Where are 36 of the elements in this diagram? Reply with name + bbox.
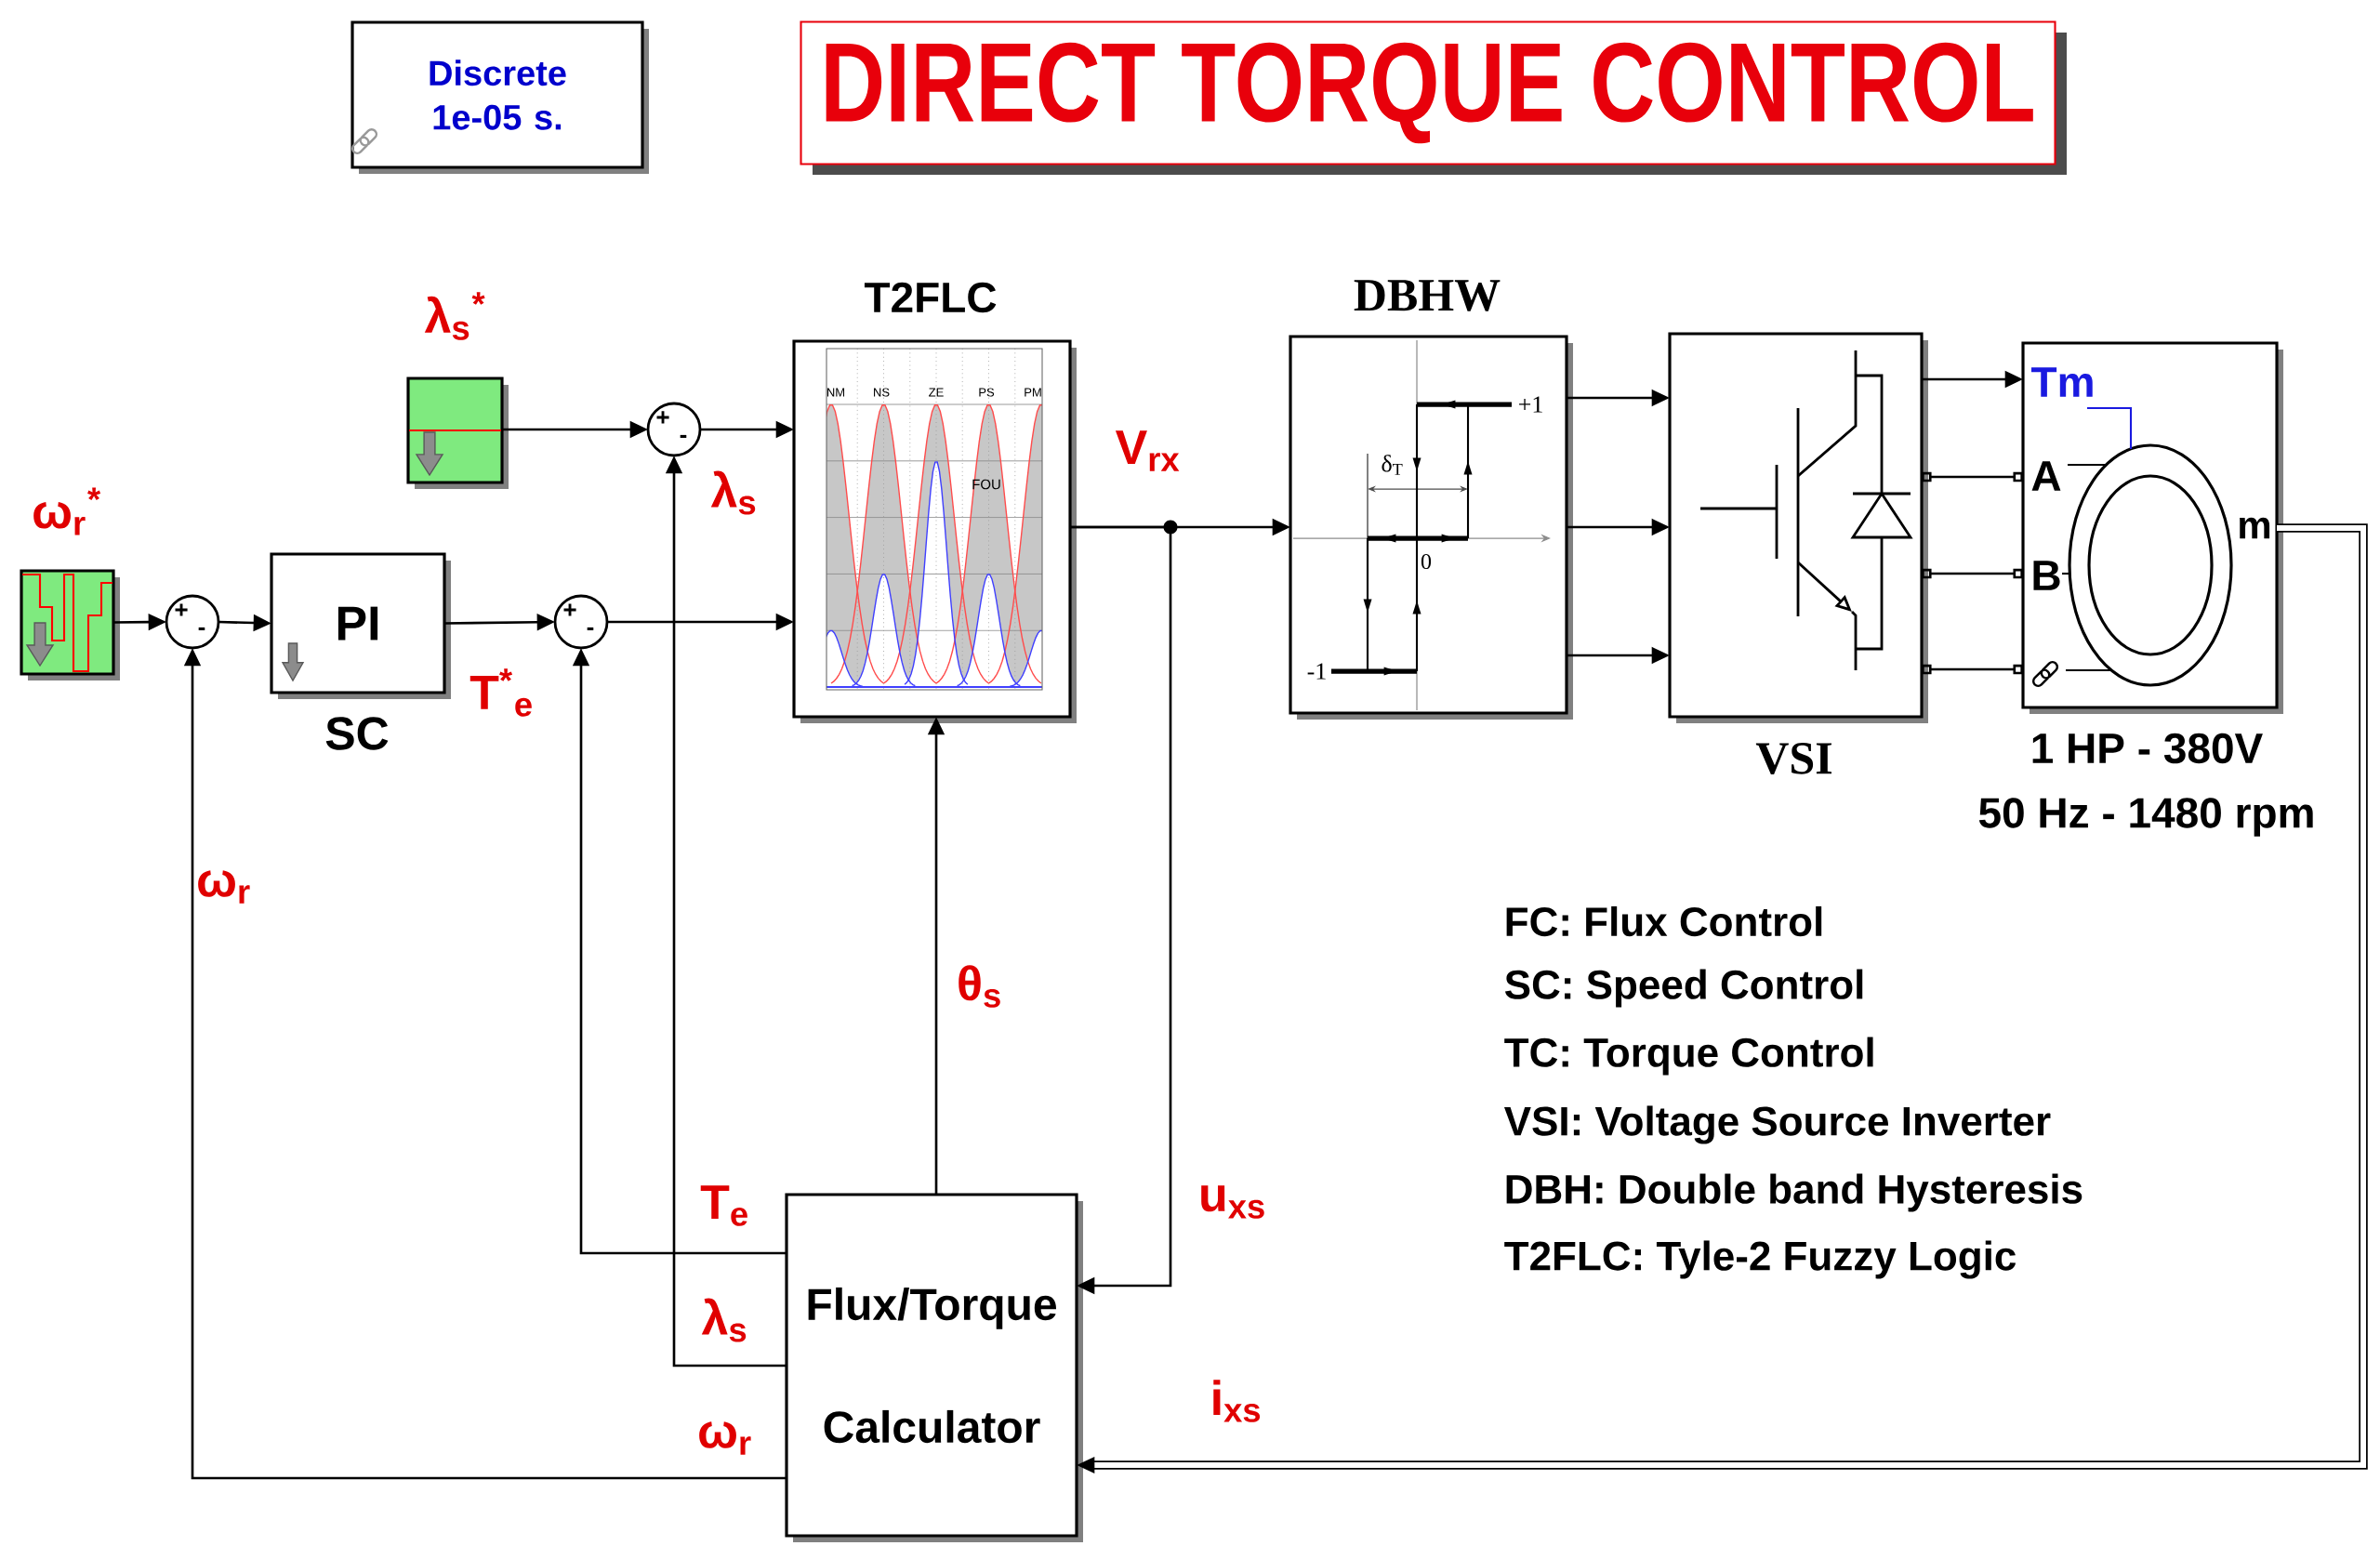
port-label: A	[2031, 461, 2061, 491]
note-text: TC: Torque Control	[1504, 1037, 1873, 1076]
calculator-block: Flux/Torque Calculator	[785, 1193, 1083, 1543]
connector	[1922, 471, 2023, 482]
signal-label: T$^{*}$e	[469, 668, 532, 717]
connector	[1922, 568, 2023, 579]
port-label: m	[2240, 517, 2270, 539]
note-text: DBH: Double band Hysteresis	[1506, 1173, 2082, 1212]
title-banner: DIRECT TORQUE CONTROL	[800, 20, 2067, 175]
signal-label: λ$_{s}$	[701, 1298, 747, 1342]
port-label: Tm	[2031, 367, 2093, 397]
block-label: SC	[325, 717, 389, 750]
motor-rating: 50 Hz - 1480 rpm	[1978, 798, 2313, 837]
note-text: FC: Flux Control	[1506, 905, 1822, 937]
block-label: VSI	[1755, 743, 1831, 774]
signal-label: ω$_{r}$*	[33, 487, 101, 535]
note-text: VSI: Voltage Source Inverter	[1504, 1105, 2051, 1144]
connector	[1070, 525, 1172, 1295]
solver-block: Discrete 1e-05 s.	[350, 20, 649, 174]
block-label: DBHW	[1354, 280, 1501, 311]
signal-label: λ$_{s}$*	[424, 292, 485, 340]
signal-label: u$_{xs}$	[1201, 1185, 1264, 1219]
motor-rating: 1 HP - 380V	[2032, 733, 2263, 764]
port-label: B	[2033, 561, 2060, 590]
pi-controller-block: PI	[270, 552, 451, 699]
signal-label: T$_{e}$	[700, 1185, 747, 1226]
signal-label: λ$_{s}$	[710, 470, 756, 515]
block-label: T2FLC	[864, 282, 997, 313]
signal-label: i$_{xs}$	[1213, 1380, 1261, 1422]
connector	[1922, 664, 2023, 675]
signal-label: ω$_{r}$	[198, 870, 250, 904]
signal-label: ω$_{r}$	[699, 1421, 751, 1455]
note-text: T2FLC: Tyle-2 Fuzzy Logic	[1504, 1240, 2016, 1279]
note-text: SC: Speed Control	[1505, 969, 1863, 1008]
signal-label: V$_{rx}$	[1115, 430, 1180, 471]
signal-label: θ$_{s}$	[959, 965, 1000, 1008]
